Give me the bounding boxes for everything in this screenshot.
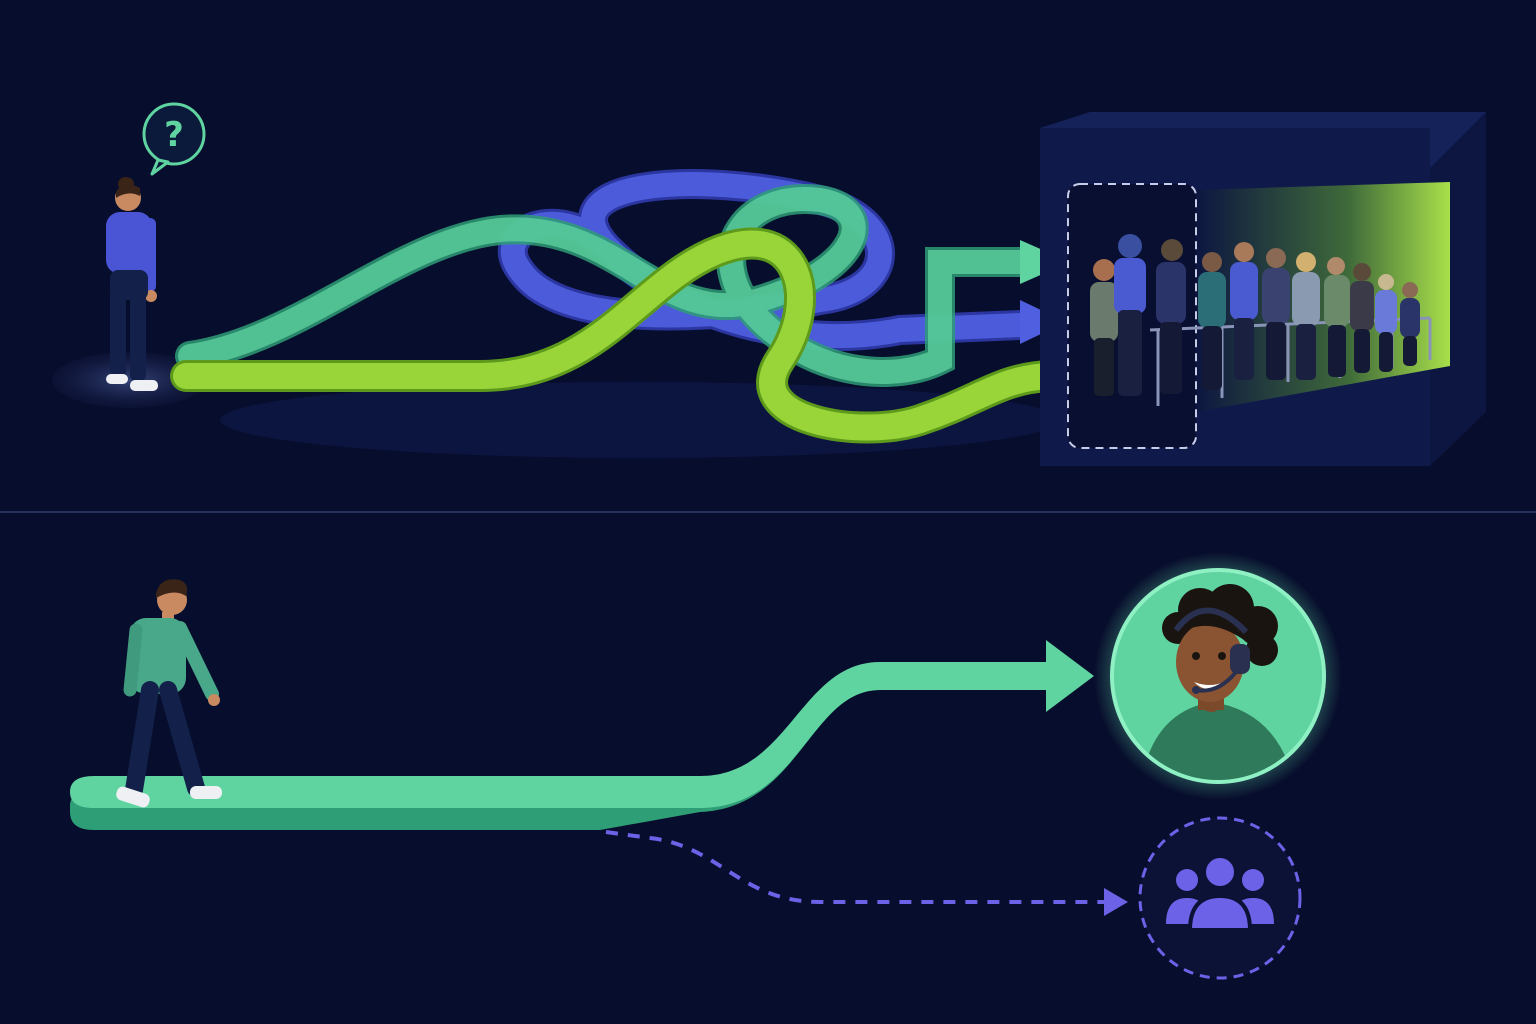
team-group (1138, 816, 1302, 980)
queue-person (1230, 242, 1258, 380)
tangled-paths (170, 169, 1096, 444)
spotlight-floor (52, 352, 208, 408)
queue-room (1040, 112, 1486, 466)
confused-person-icon (106, 177, 158, 391)
direct-path-top (70, 662, 1046, 808)
queue-person (1090, 259, 1118, 396)
team-group-icon (1166, 854, 1274, 932)
waiting-line-icon (1090, 234, 1420, 396)
bottom-scene (70, 552, 1342, 980)
question-mark-icon: ? (164, 115, 184, 155)
queue-person (1324, 257, 1350, 377)
queue-person (1198, 252, 1226, 390)
walking-person-icon (116, 579, 222, 808)
direct-path (70, 640, 1094, 830)
queue-person (1156, 239, 1186, 394)
fallback-arrow-head (1104, 888, 1128, 916)
queue-person (1114, 234, 1146, 396)
direct-arrow-head (1046, 640, 1094, 712)
top-scene: ? (52, 102, 1486, 466)
queue-person (1375, 274, 1397, 372)
support-agent-avatar (1094, 552, 1342, 800)
queue-person (1400, 282, 1420, 366)
queue-person (1262, 248, 1290, 380)
support-agent-headset-icon (1140, 584, 1296, 780)
queue-person (1350, 263, 1374, 373)
queue-person (1292, 252, 1320, 380)
fallback-path (605, 830, 1128, 916)
speech-bubble: ? (142, 102, 206, 176)
